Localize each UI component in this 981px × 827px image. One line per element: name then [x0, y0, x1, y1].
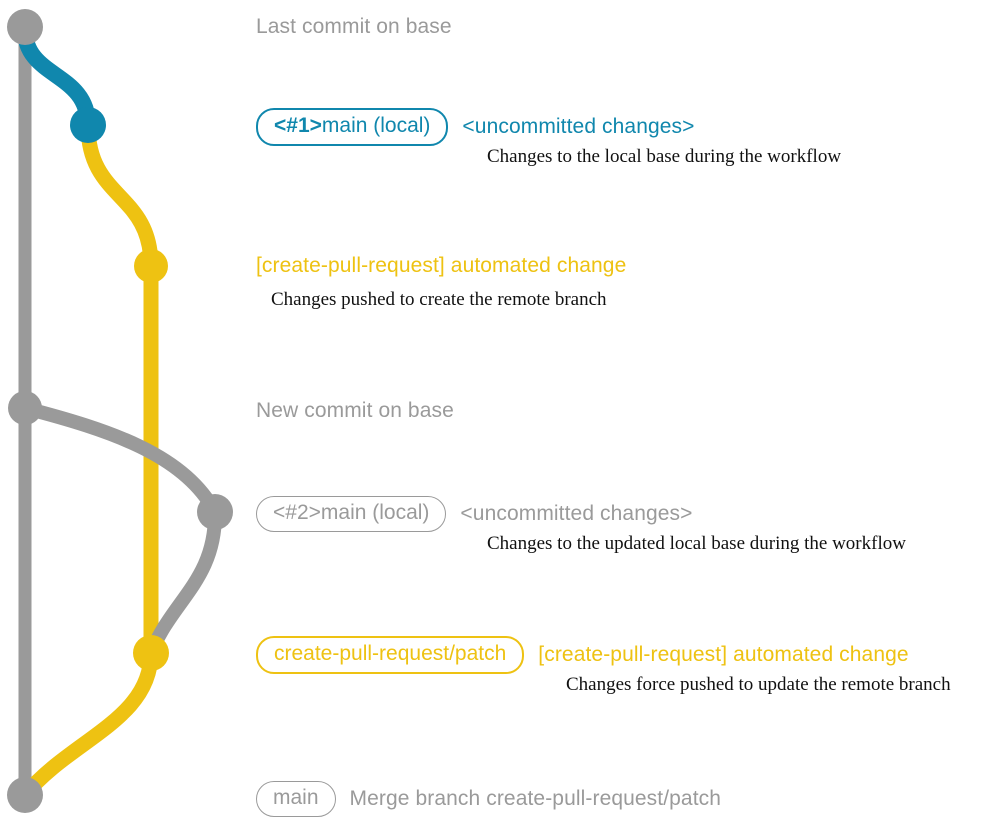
description-commit-2-local: Changes to the updated local base during…: [487, 533, 906, 554]
pill-branch-name-3: create-pull-request/patch: [274, 642, 507, 665]
description-commit-force-push: Changes force pushed to update the remot…: [566, 674, 951, 695]
caption-new-commit-on-base: New commit on base: [256, 399, 454, 422]
description-commit-create: Changes pushed to create the remote bran…: [271, 289, 607, 310]
label-row-commit-1-local: <#1> main (local) <uncommitted changes>: [256, 108, 695, 147]
headline-commit-1-local: <uncommitted changes>: [462, 115, 695, 139]
pill-branch-main[interactable]: main: [256, 781, 336, 818]
label-row-commit-force-push: create-pull-request/patch [create-pull-r…: [256, 636, 909, 675]
label-row-commit-create: [create-pull-request] automated change: [256, 254, 626, 278]
headline-commit-2-local: <uncommitted changes>: [460, 502, 693, 526]
pill-branch-name-2: main (local): [320, 501, 430, 524]
label-row-commit-merge: main Merge branch create-pull-request/pa…: [256, 781, 722, 818]
pill-branch-name-1: main (local): [321, 114, 431, 137]
description-commit-1-local: Changes to the local base during the wor…: [487, 146, 842, 167]
pill-branch-main-local-1[interactable]: <#1> main (local): [256, 108, 449, 147]
pill-number-2: <#2>: [273, 501, 321, 524]
headline-commit-merge: Merge branch create-pull-request/patch: [349, 787, 722, 811]
caption-last-commit-on-base: Last commit on base: [256, 15, 452, 38]
label-row-commit-2-local: <#2> main (local) <uncommitted changes>: [256, 496, 693, 533]
headline-commit-force-push: [create-pull-request] automated change: [538, 643, 909, 667]
pill-number-1: <#1>: [274, 114, 322, 137]
pill-branch-main-local-2[interactable]: <#2> main (local): [256, 496, 447, 533]
headline-commit-create: [create-pull-request] automated change: [256, 254, 627, 277]
pill-branch-create-pull-request-patch[interactable]: create-pull-request/patch: [256, 636, 525, 675]
pill-branch-name-4: main: [273, 786, 319, 809]
